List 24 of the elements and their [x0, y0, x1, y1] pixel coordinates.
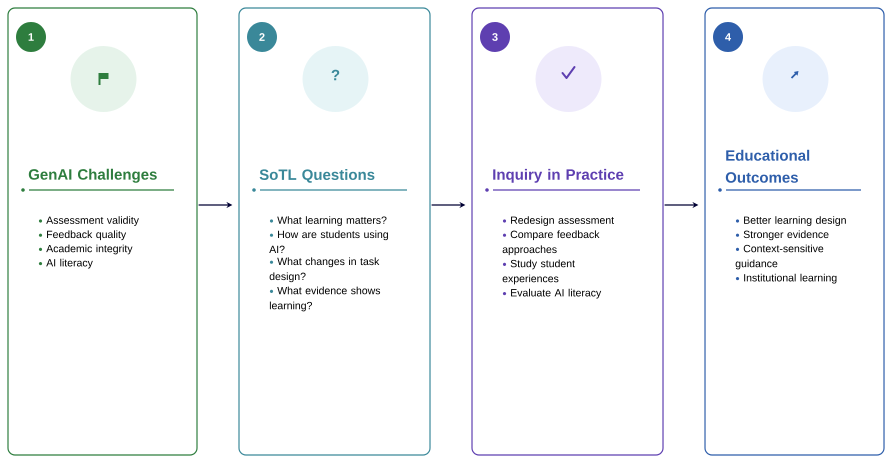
bullet-item: What changes in task design? [270, 257, 380, 282]
bullet-item: Academic integrity [38, 244, 133, 254]
bullet-item: How are students using AI? [269, 230, 388, 253]
card-title: GenAI Challenges [28, 168, 157, 183]
number-badge: 4 [713, 22, 744, 52]
bullet-item: Better learning design [736, 216, 846, 226]
number-badge: 2 [247, 22, 277, 52]
number-badge: 3 [480, 22, 510, 52]
bullet-item: Evaluate AI literacy [502, 288, 602, 299]
card-title: Educational Outcomes [726, 150, 810, 183]
bullet-item: Compare feedback approaches [502, 230, 600, 256]
bullet-item: What learning matters? [270, 216, 386, 226]
bullet-item: Institutional learning [736, 274, 836, 284]
card-title: Inquiry in Practice [493, 168, 624, 183]
bullet-item: Study student experiences [502, 260, 575, 284]
bullet-item: Context-sensitive guidance [736, 244, 824, 270]
card-title: SoTL Questions [260, 168, 374, 183]
bullet-item: Feedback quality [38, 230, 126, 240]
bullet-item: AI literacy [38, 258, 93, 269]
bullet-item: Assessment validity [38, 216, 139, 226]
bullet-item: What evidence shows learning? [270, 286, 380, 312]
bullet-item: Redesign assessment [502, 216, 614, 226]
bullet-item: Stronger evidence [736, 230, 829, 240]
number-badge: 1 [16, 22, 46, 52]
